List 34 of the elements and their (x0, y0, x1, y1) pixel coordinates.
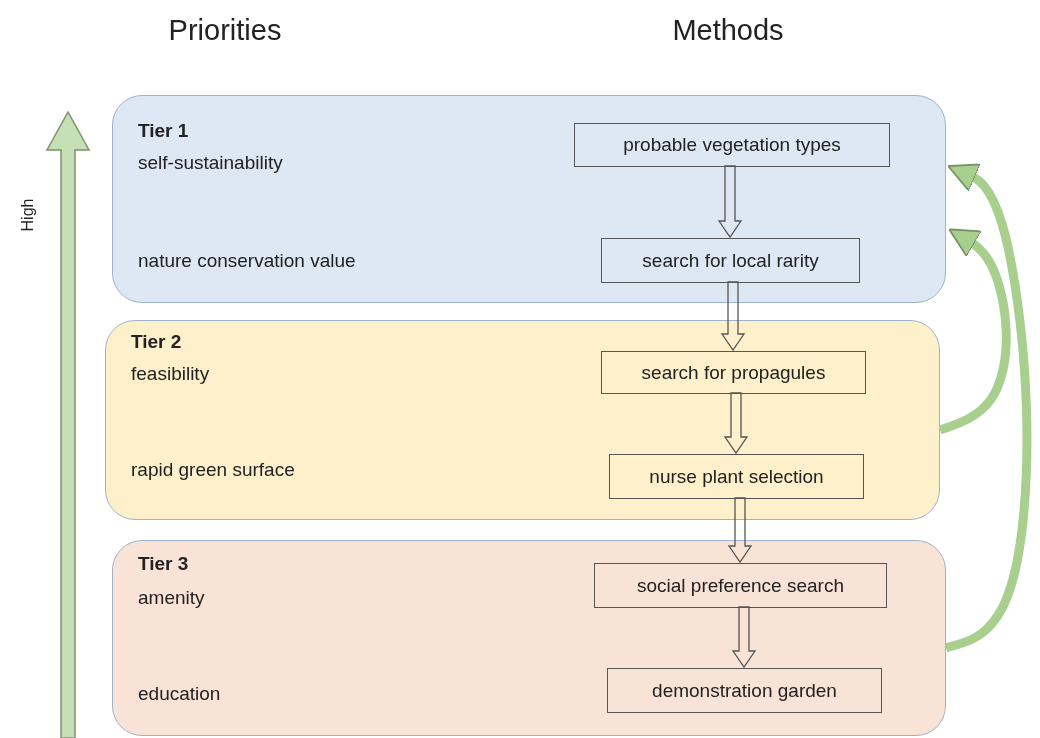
feedback-arrow (944, 163, 1032, 653)
method-text: demonstration garden (652, 679, 837, 702)
hollow-arrow (723, 392, 749, 455)
priority-text: feasibility (131, 363, 210, 385)
hollow-arrow (727, 497, 753, 564)
method-box (607, 668, 882, 713)
priority-text: self-sustainability (138, 152, 283, 174)
method-box (594, 563, 887, 608)
method-text: probable vegetation types (623, 134, 841, 156)
priority-text: amenity (138, 587, 205, 609)
method-text: social preference search (637, 574, 844, 597)
axis-label: High (19, 198, 37, 232)
method-box (601, 351, 866, 394)
method-box (574, 123, 890, 167)
method-box (609, 454, 864, 499)
hollow-arrow (717, 165, 743, 239)
method-text: search for propagules (641, 361, 826, 384)
method-text: search for local rarity (642, 249, 819, 272)
feedback-arrow (938, 228, 1011, 435)
tier-heading: Tier 1 (138, 120, 189, 142)
tier-panel (105, 320, 940, 520)
priority-text: rapid green surface (131, 459, 295, 481)
hollow-arrow (731, 606, 757, 669)
tier-panel (112, 95, 946, 303)
column-heading: Priorities (168, 14, 282, 47)
tier-heading: Tier 2 (131, 331, 182, 353)
tier-panel (112, 540, 946, 736)
priority-text: nature conservation value (138, 250, 356, 272)
method-text: nurse plant selection (649, 465, 824, 488)
priority-text: education (138, 683, 221, 705)
method-box (601, 238, 860, 283)
hollow-arrow (720, 281, 746, 352)
tier-heading: Tier 3 (138, 553, 189, 575)
column-heading: Methods (672, 14, 784, 47)
